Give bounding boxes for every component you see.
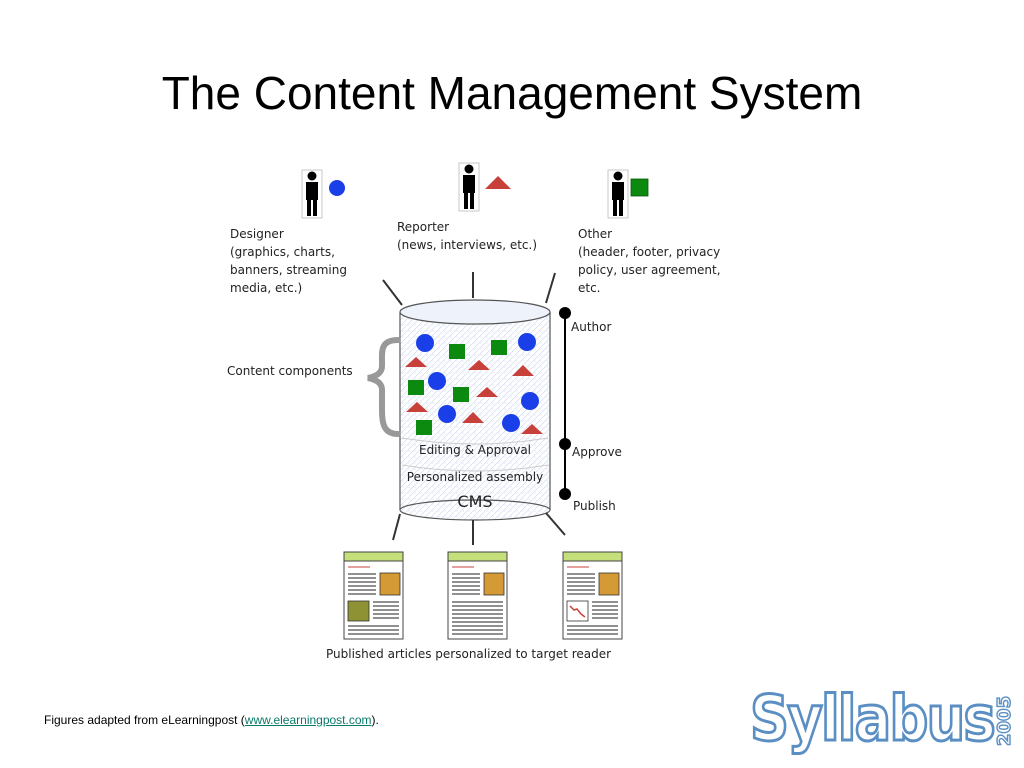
other-label: Other (header, footer, privacy policy, u… bbox=[578, 227, 721, 295]
workflow-line bbox=[559, 307, 571, 500]
credit-suffix: ). bbox=[371, 713, 379, 727]
other-connector bbox=[545, 272, 556, 304]
publish-label: Publish bbox=[573, 499, 616, 513]
elearningpost-link[interactable]: www.elearningpost.com bbox=[244, 713, 372, 727]
content-circle bbox=[438, 405, 456, 423]
published-article-1 bbox=[343, 551, 404, 640]
content-square bbox=[416, 420, 432, 435]
reporter-person-icon bbox=[458, 162, 480, 212]
content-triangle bbox=[405, 357, 427, 367]
other-square-icon bbox=[630, 178, 649, 197]
cms-label: CMS bbox=[457, 492, 493, 511]
designer-connector bbox=[382, 279, 403, 306]
publish-node bbox=[559, 488, 571, 500]
designer-circle-icon bbox=[329, 180, 345, 196]
published-caption: Published articles personalized to targe… bbox=[326, 647, 612, 661]
content-shapes bbox=[405, 333, 543, 435]
figure-credit: Figures adapted from eLearningpost (www.… bbox=[44, 713, 379, 727]
author-node bbox=[559, 307, 571, 319]
author-label: Author bbox=[571, 320, 612, 334]
credit-prefix: Figures adapted from eLearningpost ( bbox=[44, 713, 245, 727]
content-square bbox=[408, 380, 424, 395]
content-circle bbox=[521, 392, 539, 410]
approve-label: Approve bbox=[572, 445, 622, 459]
published-article-3 bbox=[562, 551, 623, 640]
page-title: The Content Management System bbox=[161, 67, 863, 119]
approve-node bbox=[559, 438, 571, 450]
content-components-brace bbox=[367, 337, 401, 437]
content-circle bbox=[518, 333, 536, 351]
reporter-label: Reporter (news, interviews, etc.) bbox=[397, 220, 538, 252]
content-square bbox=[491, 340, 507, 355]
editing-approval-label: Editing & Approval bbox=[418, 443, 532, 457]
content-circle bbox=[428, 372, 446, 390]
content-square bbox=[453, 387, 469, 402]
content-triangle bbox=[406, 402, 428, 412]
other-person-icon bbox=[607, 169, 629, 219]
personalized-assembly-label: Personalized assembly bbox=[406, 470, 544, 484]
content-triangle bbox=[468, 360, 490, 370]
content-triangle bbox=[521, 424, 543, 434]
content-circle bbox=[502, 414, 520, 432]
designer-label: Designer (graphics, charts, banners, str… bbox=[230, 227, 347, 295]
published-article-2 bbox=[447, 551, 508, 640]
designer-person-icon bbox=[301, 169, 323, 219]
reporter-triangle-icon bbox=[485, 176, 511, 189]
logo-year: 2005 bbox=[994, 696, 1015, 746]
content-circle bbox=[416, 334, 434, 352]
output-connector-left bbox=[392, 513, 401, 541]
syllabus-logo: Syllabus 2005 bbox=[749, 681, 1016, 757]
content-square bbox=[449, 344, 465, 359]
logo-word: Syllabus bbox=[750, 682, 994, 755]
content-triangle bbox=[462, 412, 484, 423]
output-connector-right bbox=[545, 512, 566, 536]
content-triangle bbox=[512, 365, 534, 376]
content-components-label: Content components bbox=[227, 364, 353, 378]
content-triangle bbox=[476, 387, 498, 397]
